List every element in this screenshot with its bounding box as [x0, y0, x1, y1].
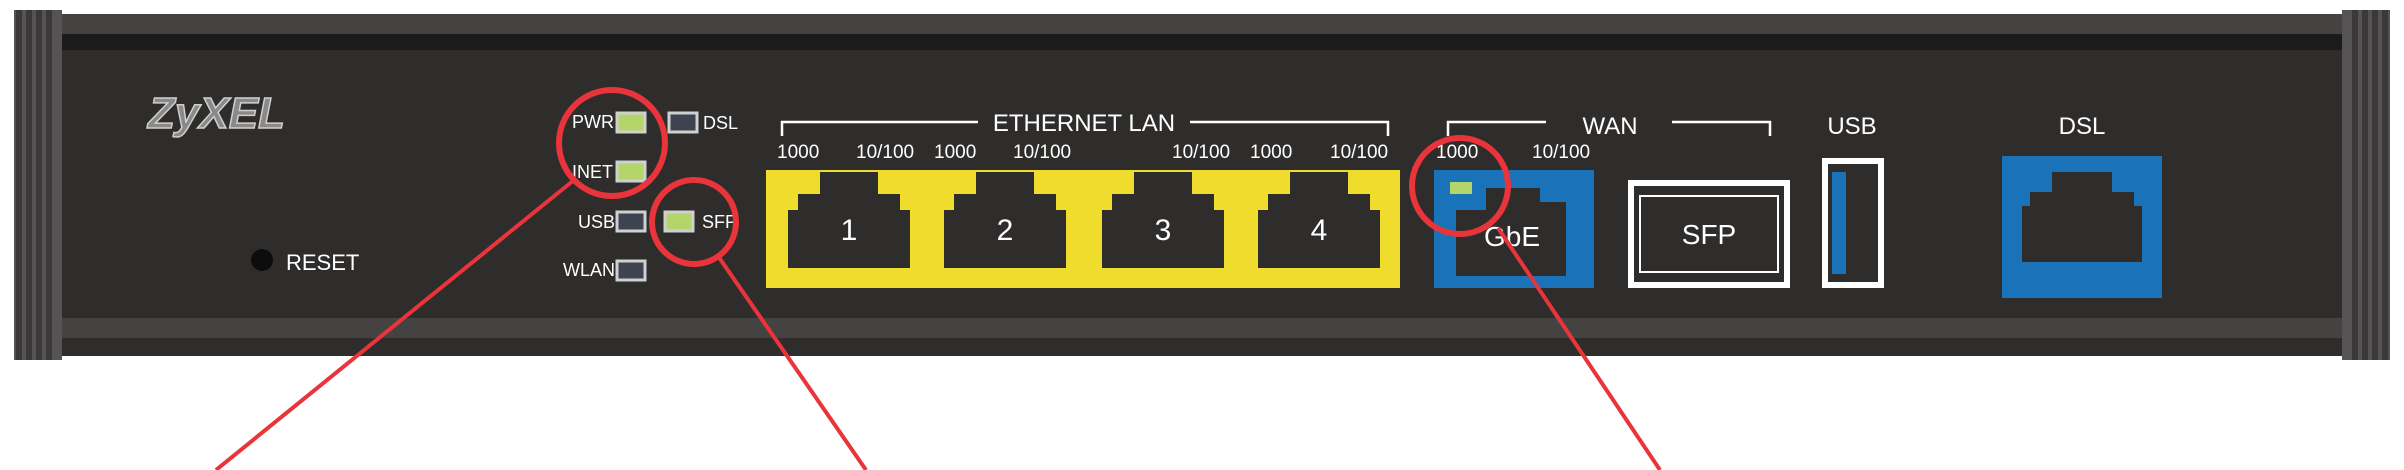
- lan-port-1[interactable]: 1: [788, 172, 910, 268]
- lan-port-3-number: 3: [1155, 214, 1172, 247]
- led-label-dsl: DSL: [703, 113, 738, 133]
- reset-button[interactable]: [251, 249, 273, 271]
- lan3-speed-right: 10/100: [1172, 142, 1230, 163]
- lan-port-4[interactable]: 4: [1258, 172, 1380, 268]
- right-end-cap: [2342, 10, 2390, 360]
- led-sfp: [663, 210, 695, 233]
- ethernet-lan-bracket: [780, 120, 1390, 136]
- dsl-title: DSL: [2059, 113, 2106, 140]
- sfp-slot[interactable]: SFP: [1628, 180, 1790, 288]
- usb-title: USB: [1827, 113, 1876, 140]
- led-label-pwr: PWR: [572, 112, 614, 132]
- callout-pwr-inet: [214, 87, 668, 470]
- reset-label: RESET: [286, 250, 359, 275]
- led-label-sfp: SFP: [702, 212, 737, 232]
- lan-port-1-number: 1: [841, 214, 858, 247]
- ethernet-lan-title: ETHERNET LAN: [993, 110, 1175, 137]
- chassis-top-stripe: [40, 34, 2364, 50]
- wan-link-led: [1450, 182, 1472, 194]
- chassis-bottom-groove: [40, 318, 2364, 338]
- led-usb: [615, 210, 647, 233]
- wan-bracket: [1446, 120, 1772, 136]
- callout-wan-led: [1409, 135, 1662, 470]
- lan1-speed-right: 10/100: [856, 142, 914, 163]
- callout-sfp-led: [649, 177, 868, 470]
- brand-logo: ZyXEL: [146, 89, 285, 138]
- lan-port-2-number: 2: [997, 214, 1014, 247]
- wan-gbe-port[interactable]: GbE: [1434, 170, 1594, 288]
- lan1-speed-left: 1000: [777, 142, 819, 163]
- lan-port-2[interactable]: 2: [944, 172, 1066, 268]
- led-wlan: [615, 259, 647, 282]
- lan4-speed-left: 1000: [1250, 142, 1292, 163]
- lan-port-4-number: 4: [1311, 214, 1328, 247]
- led-dsl: [667, 111, 699, 134]
- led-label-inet: INET: [572, 162, 613, 182]
- lan-port-3[interactable]: 3: [1102, 172, 1224, 268]
- lan4-speed-right: 10/100: [1330, 142, 1388, 163]
- led-pwr: [615, 111, 647, 134]
- left-end-cap: [14, 10, 62, 360]
- led-label-wlan: WLAN: [563, 260, 615, 280]
- led-label-usb: USB: [578, 212, 615, 232]
- wan-title: WAN: [1582, 113, 1637, 140]
- chassis-top-band: [14, 14, 2390, 34]
- lan2-speed-left: 1000: [934, 142, 976, 163]
- led-inet: [615, 160, 647, 183]
- lan2-speed-right: 10/100: [1013, 142, 1071, 163]
- wan-speed-right: 10/100: [1532, 142, 1590, 163]
- dsl-port[interactable]: [2002, 156, 2162, 298]
- usb-port[interactable]: [1822, 158, 1884, 288]
- sfp-slot-label: SFP: [1682, 219, 1736, 250]
- wan-speed-left: 1000: [1436, 142, 1478, 163]
